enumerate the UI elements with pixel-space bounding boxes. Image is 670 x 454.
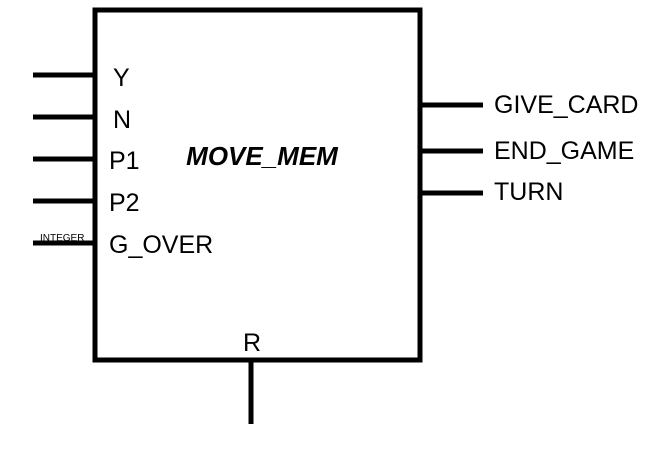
bottom-label-r: R <box>243 329 261 357</box>
output-label-give-card: GIVE_CARD <box>494 91 638 119</box>
input-pin-n: N <box>33 106 131 134</box>
block-body <box>92 7 423 363</box>
output-label-end-game: END_GAME <box>494 137 634 165</box>
output-label-turn: TURN <box>494 178 563 206</box>
block-title: MOVE_MEM <box>186 141 339 171</box>
input-pin-y: Y <box>33 64 130 92</box>
input-type-tag-g-over: INTEGER <box>40 233 84 244</box>
input-label-p2: P2 <box>109 189 140 217</box>
input-label-g-over: G_OVER <box>109 231 213 259</box>
output-pin-turn: TURN <box>420 178 563 206</box>
output-pin-end-game: END_GAME <box>420 137 634 165</box>
input-pin-g-over: INTEGER G_OVER <box>33 231 213 259</box>
input-pin-p2: P2 <box>33 189 140 217</box>
output-pin-give-card: GIVE_CARD <box>420 91 638 119</box>
bottom-pin-r: R <box>243 329 261 424</box>
input-pin-p1: P1 <box>33 147 140 175</box>
input-label-p1: P1 <box>109 147 140 175</box>
input-label-y: Y <box>113 64 130 92</box>
input-label-n: N <box>113 106 131 134</box>
